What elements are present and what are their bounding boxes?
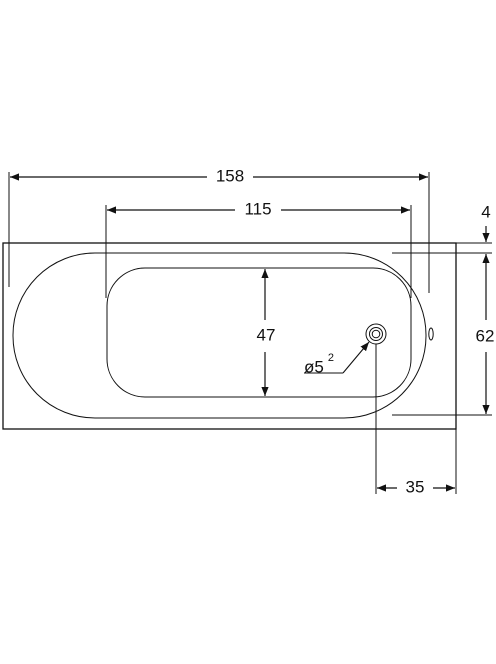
drain-circle-icon [365, 323, 387, 345]
tub-outer-outline [2, 242, 457, 430]
overall-width-label: 62 [476, 326, 495, 345]
drain-diameter-label: ø5 2 [304, 352, 334, 376]
drain-diameter-value: ø5 [304, 357, 324, 376]
drain-offset-label: 35 [406, 477, 425, 496]
tub-basin-outline [106, 267, 412, 398]
tub-rim-outline [12, 252, 427, 419]
inner-length-label: 115 [244, 199, 271, 218]
rim-thickness-label: 4 [481, 202, 490, 221]
overflow-oval-icon [428, 327, 434, 341]
drain-leader-diagonal [342, 341, 370, 374]
overall-length-label: 158 [216, 166, 244, 185]
inner-width-label: 47 [257, 325, 276, 344]
drain-diameter-superscript: 2 [328, 352, 334, 364]
